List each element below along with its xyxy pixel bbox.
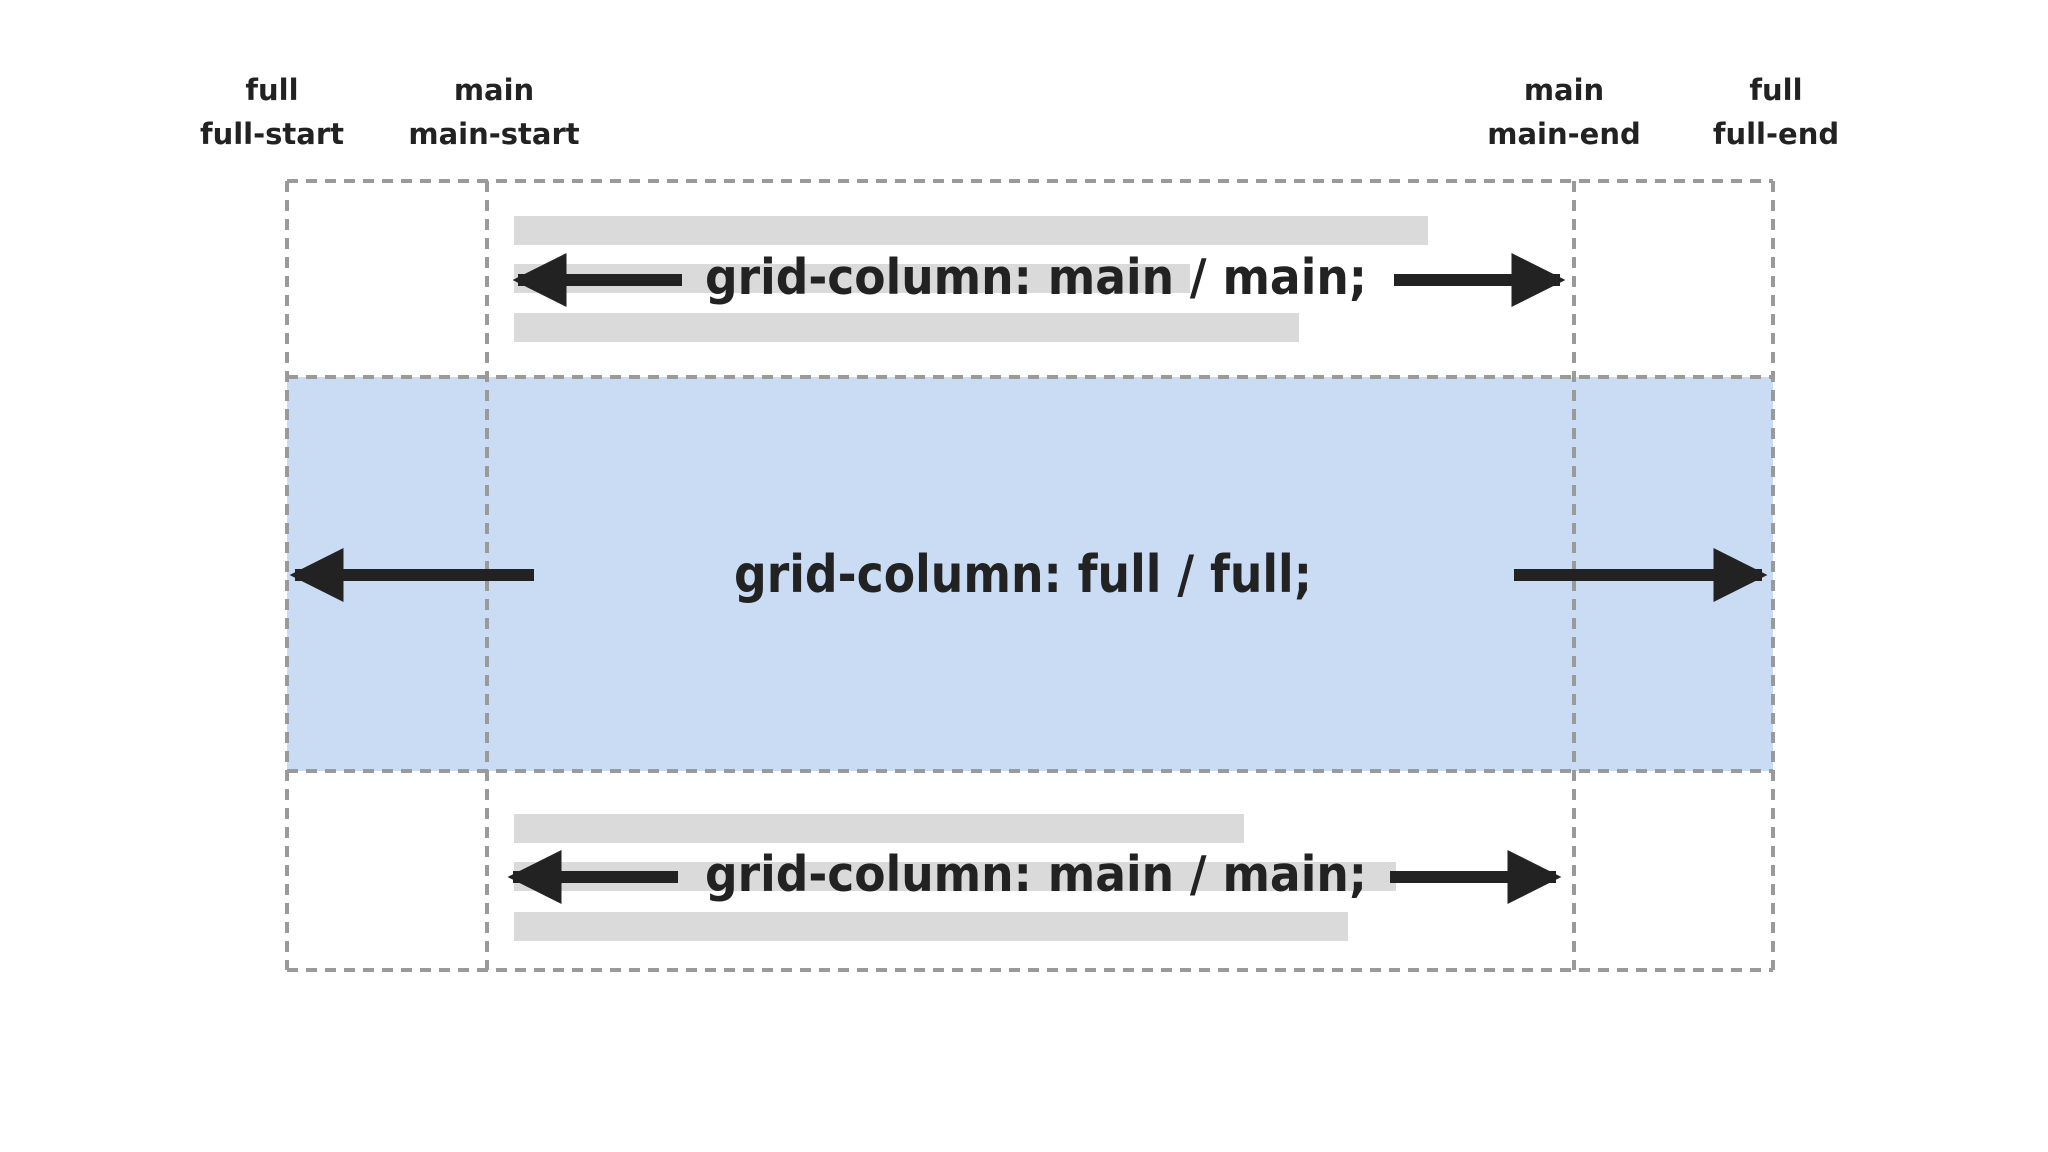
grid-lines	[285, 179, 1775, 972]
placeholder-bar	[514, 313, 1299, 342]
code-label-bottom: grid-column: main / main;	[705, 846, 1367, 903]
placeholder-bar	[514, 216, 1428, 245]
line-name: full	[1749, 73, 1803, 107]
grid-line-label-main-start: main main-start	[384, 68, 604, 156]
line-alias: main-end	[1487, 117, 1641, 151]
code-label-top: grid-column: main / main;	[705, 249, 1367, 306]
placeholder-bar	[514, 912, 1348, 941]
line-alias: full-end	[1712, 117, 1840, 151]
line-alias: main-start	[408, 117, 580, 151]
code-label-middle: grid-column: full / full;	[734, 545, 1312, 605]
line-name: full	[245, 73, 299, 107]
grid-line-label-main-end: main main-end	[1454, 68, 1674, 156]
grid-line-label-full-start: full full-start	[162, 68, 382, 156]
placeholder-bar	[514, 814, 1244, 843]
grid-line-label-full-end: full full-end	[1666, 68, 1886, 156]
line-name: main	[1523, 73, 1605, 107]
line-name: main	[453, 73, 535, 107]
line-alias: full-start	[199, 117, 345, 151]
